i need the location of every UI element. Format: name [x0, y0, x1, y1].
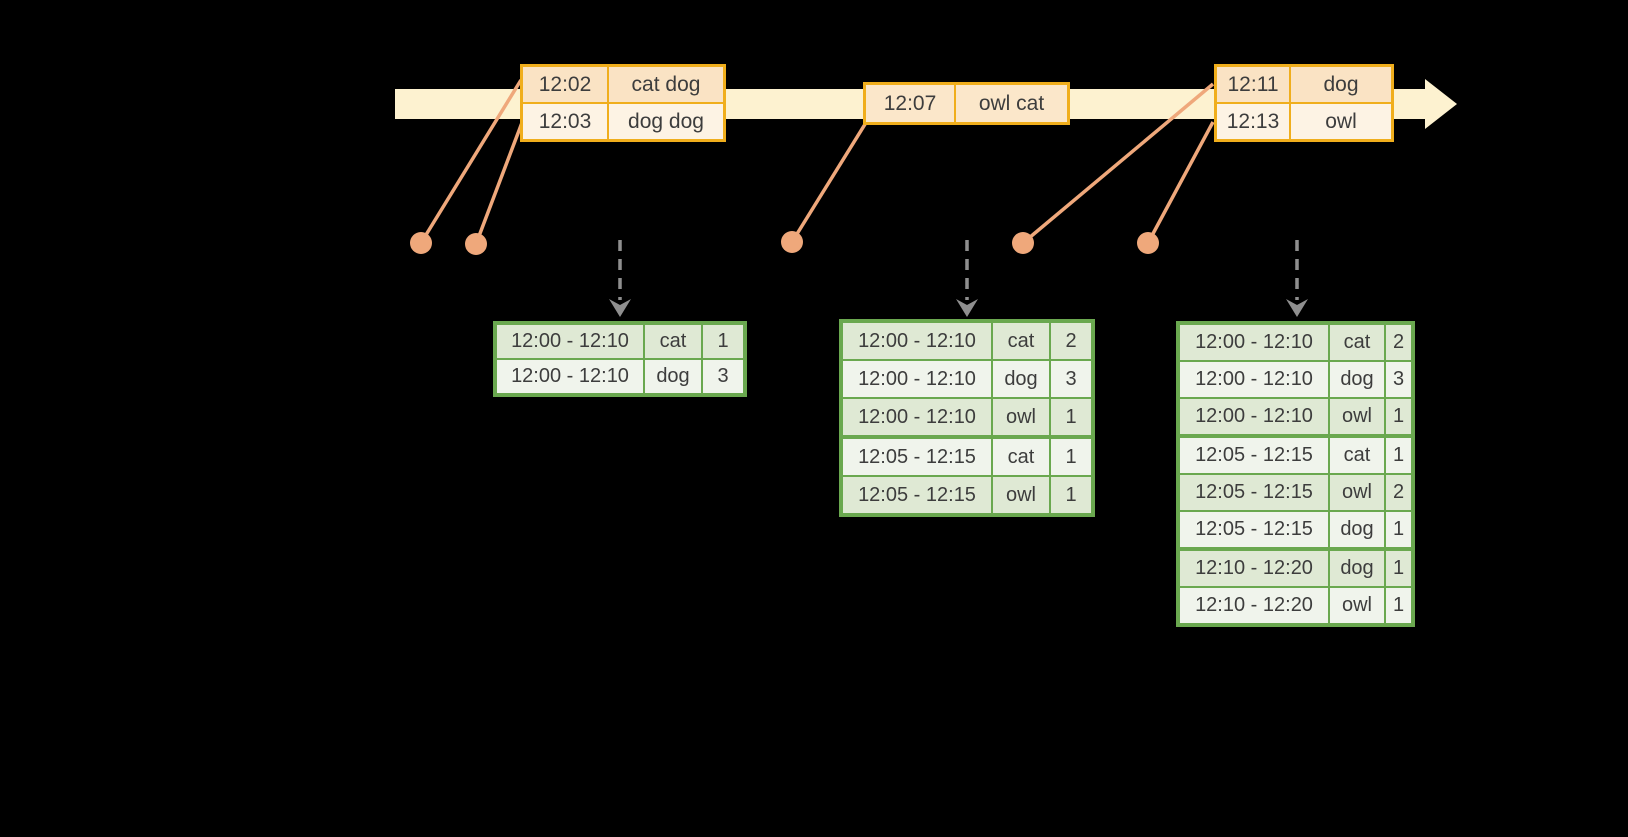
trigger-arrowhead — [609, 299, 631, 317]
event-connector-line — [790, 120, 869, 243]
event-connector-line — [419, 79, 523, 244]
result-count-cell: 1 — [1386, 551, 1411, 586]
event-marker-dot — [781, 231, 803, 253]
result-row: 12:05 - 12:15 owl 1 — [843, 477, 1091, 513]
trigger-arrowhead — [1286, 299, 1308, 317]
result-word-cell: dog — [1330, 551, 1384, 586]
result-row: 12:05 - 12:15 dog 1 — [1180, 512, 1411, 547]
result-row: 12:05 - 12:15 owl 2 — [1180, 475, 1411, 510]
result-window-cell: 12:05 - 12:15 — [1180, 512, 1328, 547]
result-row: 12:00 - 12:10 dog 3 — [497, 360, 743, 393]
trigger-arrowhead — [956, 299, 978, 317]
result-window-cell: 12:05 - 12:15 — [843, 477, 991, 513]
event-words-cell: dog — [1291, 67, 1391, 102]
result-row: 12:00 - 12:10 cat 2 — [843, 323, 1091, 359]
event-words-cell: owl — [1291, 104, 1391, 139]
result-count-cell: 1 — [1386, 512, 1411, 547]
event-row: 12:11 dog — [1217, 67, 1391, 102]
result-row: 12:00 - 12:10 dog 3 — [843, 361, 1091, 397]
result-word-cell: dog — [645, 360, 701, 393]
result-count-cell: 1 — [703, 325, 743, 358]
result-window-cell: 12:00 - 12:10 — [843, 399, 991, 435]
event-time-cell: 12:07 — [866, 85, 954, 122]
result-window-cell: 12:00 - 12:10 — [1180, 362, 1328, 397]
result-count-cell: 1 — [1051, 399, 1091, 435]
result-word-cell: owl — [1330, 588, 1384, 623]
event-table: 12:11 dog 12:13 owl — [1214, 64, 1394, 142]
result-count-cell: 1 — [1051, 439, 1091, 475]
event-row: 12:03 dog dog — [523, 104, 723, 139]
result-word-cell: cat — [645, 325, 701, 358]
event-words-cell: owl cat — [956, 85, 1067, 122]
result-table: 12:00 - 12:10 cat 2 12:00 - 12:10 dog 3 … — [839, 319, 1095, 517]
event-table: 12:02 cat dog 12:03 dog dog — [520, 64, 726, 142]
event-marker-dot — [1137, 232, 1159, 254]
result-word-cell: dog — [993, 361, 1049, 397]
event-table: 12:07 owl cat — [863, 82, 1070, 125]
result-window-cell: 12:10 - 12:20 — [1180, 588, 1328, 623]
result-count-cell: 1 — [1386, 399, 1411, 434]
result-row: 12:00 - 12:10 dog 3 — [1180, 362, 1411, 397]
event-connector-line — [1146, 121, 1215, 244]
result-word-cell: owl — [993, 477, 1049, 513]
result-window-cell: 12:00 - 12:10 — [843, 323, 991, 359]
result-row: 12:00 - 12:10 owl 1 — [843, 399, 1091, 435]
result-word-cell: cat — [1330, 438, 1384, 473]
result-word-cell: dog — [1330, 512, 1384, 547]
event-time-cell: 12:02 — [523, 67, 607, 102]
event-row: 12:02 cat dog — [523, 67, 723, 102]
result-table: 12:00 - 12:10 cat 1 12:00 - 12:10 dog 3 — [493, 321, 747, 397]
result-word-cell: cat — [993, 439, 1049, 475]
result-window-cell: 12:00 - 12:10 — [1180, 325, 1328, 360]
result-row: 12:10 - 12:20 owl 1 — [1180, 588, 1411, 623]
result-window-cell: 12:00 - 12:10 — [1180, 399, 1328, 434]
result-row: 12:10 - 12:20 dog 1 — [1180, 551, 1411, 586]
result-window-cell: 12:05 - 12:15 — [843, 439, 991, 475]
event-row: 12:13 owl — [1217, 104, 1391, 139]
result-window-cell: 12:00 - 12:10 — [497, 360, 643, 393]
event-connector-line — [474, 119, 525, 245]
event-time-cell: 12:03 — [523, 104, 607, 139]
result-count-cell: 3 — [1386, 362, 1411, 397]
event-marker-dot — [410, 232, 432, 254]
result-count-cell: 1 — [1051, 477, 1091, 513]
result-table: 12:00 - 12:10 cat 2 12:00 - 12:10 dog 3 … — [1176, 321, 1415, 627]
event-marker-dot — [465, 233, 487, 255]
result-count-cell: 1 — [1386, 588, 1411, 623]
result-word-cell: cat — [993, 323, 1049, 359]
event-words-cell: cat dog — [609, 67, 723, 102]
event-time-cell: 12:11 — [1217, 67, 1289, 102]
result-word-cell: dog — [1330, 362, 1384, 397]
result-window-cell: 12:00 - 12:10 — [843, 361, 991, 397]
result-word-cell: owl — [1330, 475, 1384, 510]
event-connector-line — [1021, 82, 1215, 245]
result-window-cell: 12:05 - 12:15 — [1180, 475, 1328, 510]
event-marker-dot — [1012, 232, 1034, 254]
result-row: 12:05 - 12:15 cat 1 — [843, 439, 1091, 475]
result-count-cell: 2 — [1051, 323, 1091, 359]
result-window-cell: 12:10 - 12:20 — [1180, 551, 1328, 586]
result-count-cell: 1 — [1386, 438, 1411, 473]
result-window-cell: 12:00 - 12:10 — [497, 325, 643, 358]
event-time-cell: 12:13 — [1217, 104, 1289, 139]
result-word-cell: cat — [1330, 325, 1384, 360]
result-row: 12:05 - 12:15 cat 1 — [1180, 438, 1411, 473]
event-row: 12:07 owl cat — [866, 85, 1067, 122]
result-word-cell: owl — [1330, 399, 1384, 434]
result-row: 12:00 - 12:10 owl 1 — [1180, 399, 1411, 434]
result-word-cell: owl — [993, 399, 1049, 435]
event-words-cell: dog dog — [609, 104, 723, 139]
result-count-cell: 3 — [703, 360, 743, 393]
result-count-cell: 3 — [1051, 361, 1091, 397]
timeline-arrowhead — [1425, 79, 1457, 129]
result-count-cell: 2 — [1386, 325, 1411, 360]
result-row: 12:00 - 12:10 cat 1 — [497, 325, 743, 358]
result-row: 12:00 - 12:10 cat 2 — [1180, 325, 1411, 360]
result-count-cell: 2 — [1386, 475, 1411, 510]
result-window-cell: 12:05 - 12:15 — [1180, 438, 1328, 473]
